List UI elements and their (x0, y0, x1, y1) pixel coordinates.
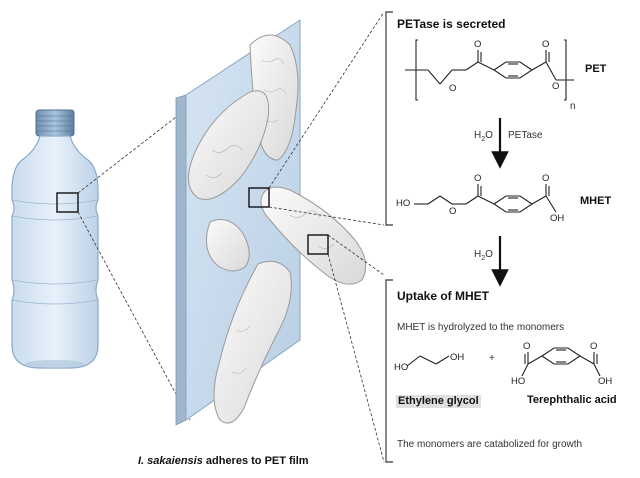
bottle-cap (35, 109, 75, 137)
bacterium (213, 260, 292, 424)
terephthalic-acid-label: Terephthalic acid (527, 394, 617, 406)
tpa-oh: OH (598, 376, 613, 387)
mhet-oxygen-2: O (449, 206, 457, 217)
tpa-oxygen-1: O (523, 341, 531, 352)
bacteria-texture (205, 58, 335, 374)
mhet-oxygen-3: O (542, 173, 550, 184)
pet-repeat-n: n (570, 101, 576, 112)
mhet-oh: OH (550, 213, 565, 224)
tpa-ho: HO (511, 376, 526, 387)
bottle-body (11, 135, 99, 369)
film-zoom-box-1 (248, 187, 270, 208)
bottle-zoom-box (56, 192, 79, 213)
mhet-label: MHET (580, 195, 612, 207)
ethylene-glycol-structure (406, 355, 450, 367)
step2-title: Uptake of MHET (397, 289, 490, 303)
step2-subtitle: MHET is hydrolyzed to the monomers (397, 322, 565, 333)
eg-oh: OH (450, 352, 465, 363)
arrow1-enzyme: PETase (508, 130, 543, 141)
mhet-oxygen-1: O (474, 173, 482, 184)
zoom-lines-bottle (77, 71, 235, 421)
mhet-structure (414, 184, 557, 213)
zoom-lines-panel (268, 11, 385, 463)
pet-oxygen-2: O (542, 39, 550, 50)
step2-footer: The monomers are catabolized for growth (397, 439, 583, 450)
terephthalic-acid-structure (521, 347, 601, 377)
arrow1-water: H2O (474, 130, 493, 144)
pet-oxygen-3: O (449, 83, 457, 94)
pet-bottle (11, 109, 99, 369)
mhet-ho: HO (396, 198, 411, 209)
bacterium (188, 90, 270, 200)
eg-ho: HO (394, 362, 409, 373)
ethylene-glycol-label: Ethylene glycol (396, 395, 481, 408)
tpa-oxygen-2: O (590, 341, 598, 352)
step1-title: PETase is secreted (397, 17, 506, 31)
film-zoom-box-2 (307, 234, 329, 255)
panel-brackets (385, 11, 393, 463)
pet-oxygen-4: O (552, 81, 560, 92)
pet-label: PET (585, 63, 607, 75)
bacterium (205, 219, 250, 272)
figure-caption: I. sakaiensis adheres to PET film (138, 455, 309, 467)
plus-sign: + (489, 353, 495, 364)
pet-oxygen-1: O (474, 39, 482, 50)
arrow2-water: H2O (474, 249, 493, 263)
pet-structure (405, 39, 574, 101)
